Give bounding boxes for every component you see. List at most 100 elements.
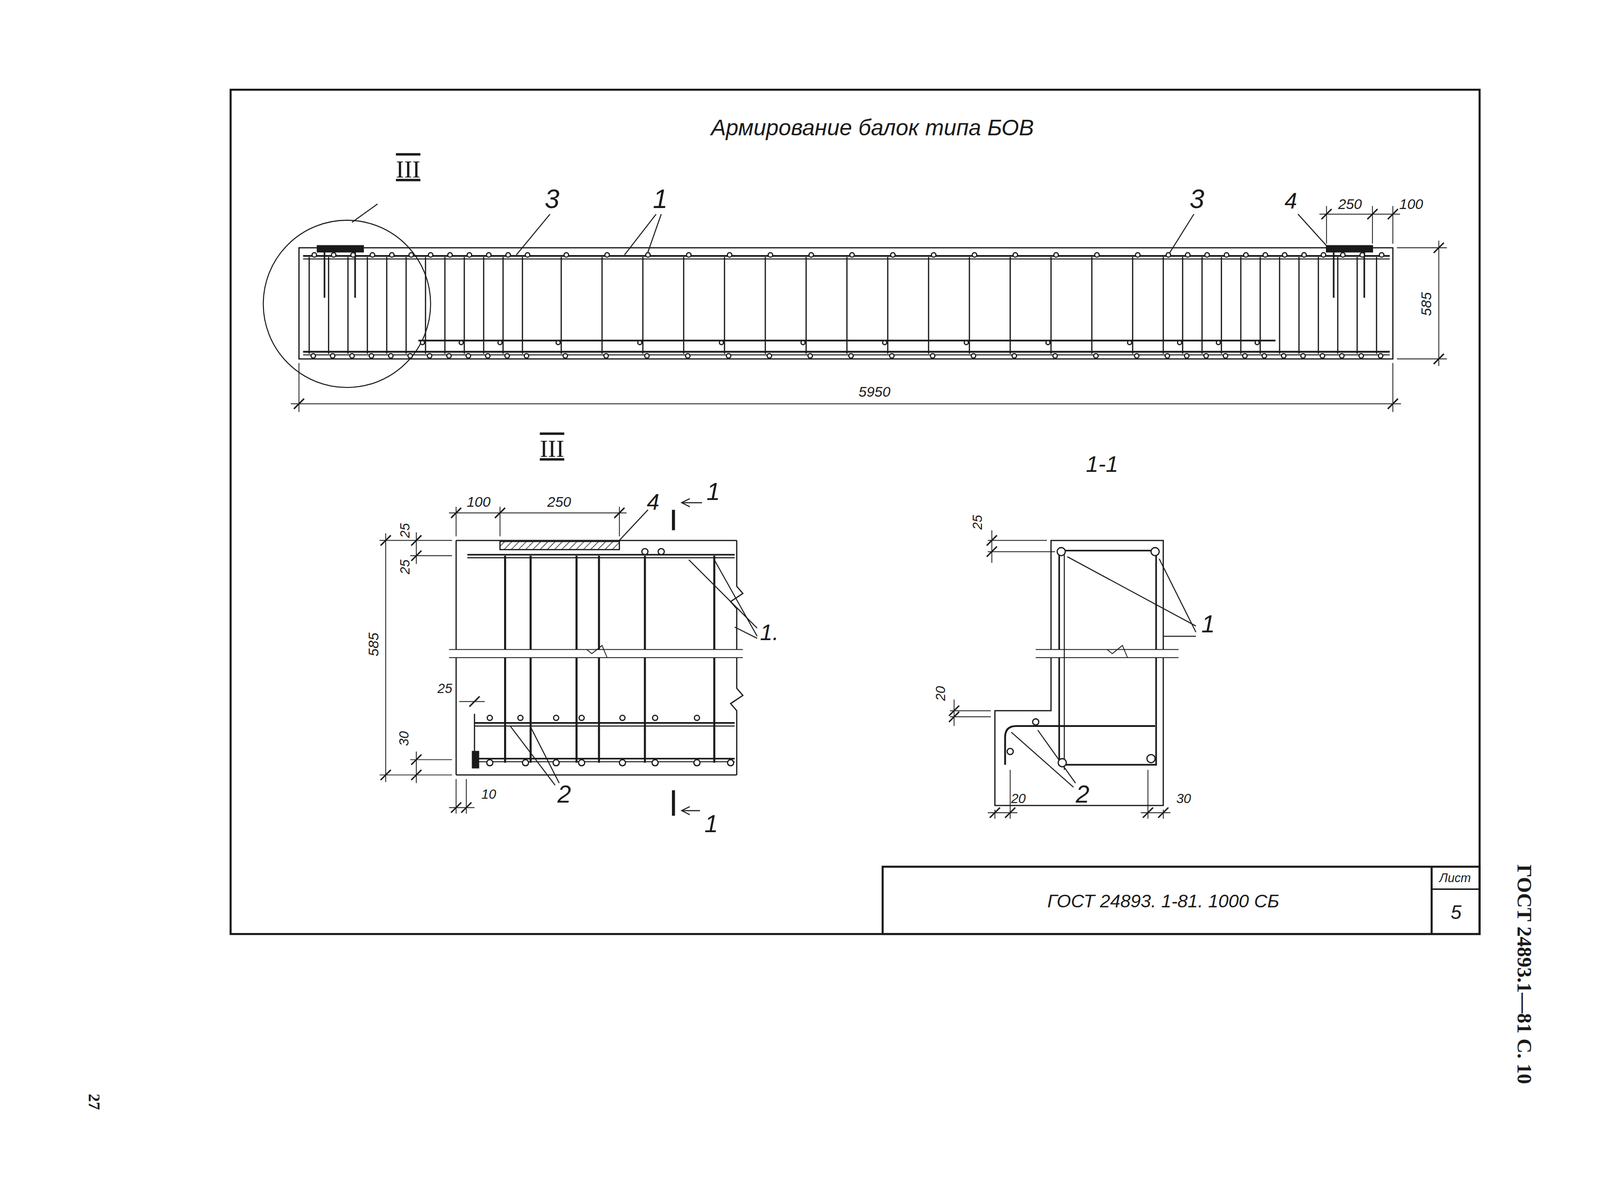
stirrup bbox=[1278, 257, 1281, 355]
bar-section bbox=[579, 715, 585, 721]
bar-section bbox=[767, 353, 772, 359]
bar-section bbox=[719, 340, 724, 345]
stirrup bbox=[308, 257, 311, 355]
stirrup bbox=[598, 657, 601, 764]
stirrup bbox=[1259, 257, 1261, 355]
dimension-label: 27 bbox=[85, 1093, 103, 1111]
callout-number: III bbox=[395, 157, 421, 182]
dimension-label: 100 bbox=[466, 494, 491, 509]
stirrup bbox=[1375, 257, 1378, 355]
bar-section bbox=[1146, 754, 1156, 764]
stirrup bbox=[424, 257, 427, 355]
bar-section bbox=[652, 759, 659, 767]
stirrup bbox=[764, 257, 767, 355]
stirrup bbox=[522, 257, 524, 355]
dimension-label: 25 bbox=[970, 515, 984, 530]
bar-section bbox=[644, 353, 650, 359]
bar-section bbox=[1094, 252, 1099, 258]
stirrup bbox=[713, 657, 716, 764]
bar-section bbox=[1301, 252, 1307, 258]
bar-section bbox=[1045, 340, 1050, 345]
bar-section bbox=[466, 353, 471, 359]
beam-elevation bbox=[263, 204, 1448, 413]
dimension-label: ГОСТ 24893. 1-81. 1000 СБ bbox=[1047, 892, 1280, 912]
callout-number: 2 bbox=[557, 782, 572, 807]
dimension-label: 30 bbox=[1176, 792, 1192, 806]
bar-section bbox=[522, 759, 529, 767]
stirrup bbox=[1317, 257, 1320, 355]
callout-number: 1 bbox=[653, 185, 668, 213]
bar-section bbox=[645, 252, 651, 258]
bar-section bbox=[1203, 353, 1209, 359]
bar-section bbox=[767, 252, 773, 258]
bar-section bbox=[485, 353, 490, 359]
dimension-label: 20 bbox=[934, 686, 948, 702]
bar-section bbox=[619, 759, 626, 767]
bar-section bbox=[553, 715, 559, 721]
bar-section bbox=[447, 252, 453, 258]
bar-section bbox=[331, 252, 336, 258]
bar-section bbox=[889, 353, 895, 359]
drawing-title: Армирование балок типа БОВ bbox=[711, 116, 1035, 139]
bar-section bbox=[641, 548, 649, 556]
stirrup bbox=[968, 257, 971, 355]
bar-section bbox=[487, 715, 493, 721]
bar-section bbox=[1339, 353, 1344, 359]
stirrup bbox=[366, 257, 369, 355]
bar-section bbox=[1282, 252, 1287, 258]
bar-section bbox=[685, 353, 690, 359]
stirrup bbox=[529, 657, 532, 764]
bar-section bbox=[1057, 547, 1066, 556]
bar-section bbox=[1261, 353, 1267, 359]
bar-section bbox=[1151, 547, 1160, 556]
stirrup bbox=[386, 257, 388, 355]
callout-number: 1. bbox=[760, 621, 780, 644]
bar-section bbox=[686, 252, 691, 258]
bar-section bbox=[726, 353, 731, 359]
bar-section bbox=[1242, 353, 1247, 359]
bar-section bbox=[727, 759, 735, 767]
bar-section bbox=[349, 353, 355, 359]
callout-number: 1 bbox=[706, 479, 720, 505]
stirrup bbox=[601, 257, 604, 355]
stirrup bbox=[405, 257, 408, 355]
bar-section bbox=[1012, 252, 1018, 258]
bar-section bbox=[578, 759, 586, 767]
bar-section bbox=[694, 715, 700, 721]
bar-section bbox=[1358, 353, 1364, 359]
dimension-label: 20 bbox=[1011, 792, 1026, 806]
callout-number: 4 bbox=[646, 490, 660, 514]
bar-section bbox=[555, 340, 560, 345]
bar-section bbox=[930, 353, 935, 359]
stirrup bbox=[713, 555, 716, 650]
stirrup bbox=[643, 657, 646, 764]
bar-section bbox=[370, 252, 375, 258]
bar-section bbox=[890, 252, 896, 258]
stirrup bbox=[1131, 257, 1134, 355]
sheet-frame bbox=[230, 89, 1480, 935]
bar-section bbox=[1379, 252, 1384, 258]
dimension-label: 30 bbox=[397, 731, 411, 747]
stirrup bbox=[575, 555, 578, 650]
stirrup bbox=[1298, 257, 1300, 355]
dimension-label: 25 bbox=[398, 559, 412, 575]
bar-section bbox=[420, 340, 425, 345]
bar-section bbox=[1012, 353, 1017, 359]
bar-section bbox=[564, 252, 569, 258]
bar-section bbox=[408, 252, 414, 258]
bar-section bbox=[1166, 252, 1171, 258]
bar-section bbox=[848, 353, 854, 359]
stirrup bbox=[643, 555, 646, 650]
callout-number: 1-1 bbox=[1085, 453, 1119, 476]
bar-section bbox=[1300, 353, 1306, 359]
bar-section bbox=[369, 353, 374, 359]
stirrup bbox=[575, 657, 578, 764]
stirrup bbox=[1162, 257, 1165, 355]
bar-section bbox=[727, 252, 732, 258]
callout-number: 3 bbox=[544, 185, 560, 213]
dimension-label: 250 bbox=[1338, 196, 1362, 212]
bar-section bbox=[497, 340, 502, 345]
bar-section bbox=[1224, 252, 1229, 258]
bar-section bbox=[563, 353, 568, 359]
bar-section bbox=[525, 252, 530, 258]
